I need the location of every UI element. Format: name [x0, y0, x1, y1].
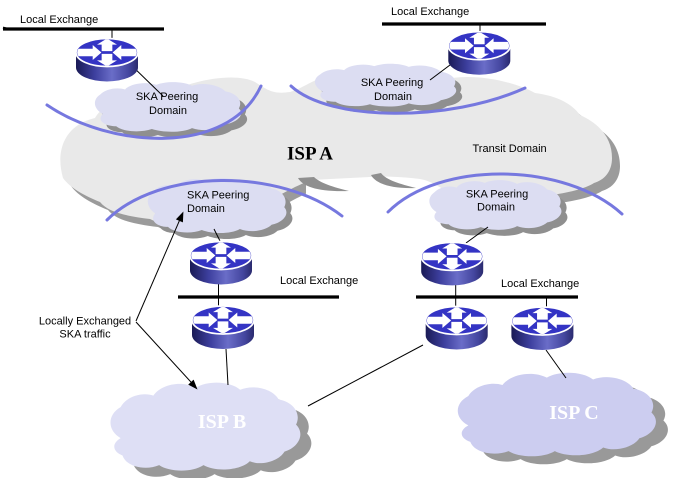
- svg-text:ISP C: ISP C: [549, 402, 598, 424]
- svg-text:Transit Domain: Transit Domain: [473, 143, 547, 155]
- svg-text:Domain: Domain: [374, 91, 412, 103]
- svg-text:Domain: Domain: [149, 105, 187, 117]
- svg-text:Local Exchange: Local Exchange: [501, 278, 579, 290]
- svg-text:ISP A: ISP A: [287, 144, 333, 165]
- svg-text:Domain: Domain: [477, 202, 515, 214]
- svg-text:SKA Peering: SKA Peering: [136, 91, 198, 103]
- svg-text:Local Exchange: Local Exchange: [391, 6, 469, 18]
- svg-text:Domain: Domain: [187, 203, 225, 215]
- svg-text:SKA Peering: SKA Peering: [187, 190, 249, 202]
- svg-text:ISP B: ISP B: [198, 411, 246, 433]
- svg-text:Local Exchange: Local Exchange: [280, 275, 358, 287]
- svg-text:SKA Peering: SKA Peering: [361, 77, 423, 89]
- svg-text:SKA Peering: SKA Peering: [466, 189, 528, 201]
- svg-text:Local Exchange: Local Exchange: [20, 14, 98, 26]
- svg-text:Locally Exchanged: Locally Exchanged: [39, 316, 131, 328]
- svg-text:SKA traffic: SKA traffic: [59, 329, 111, 341]
